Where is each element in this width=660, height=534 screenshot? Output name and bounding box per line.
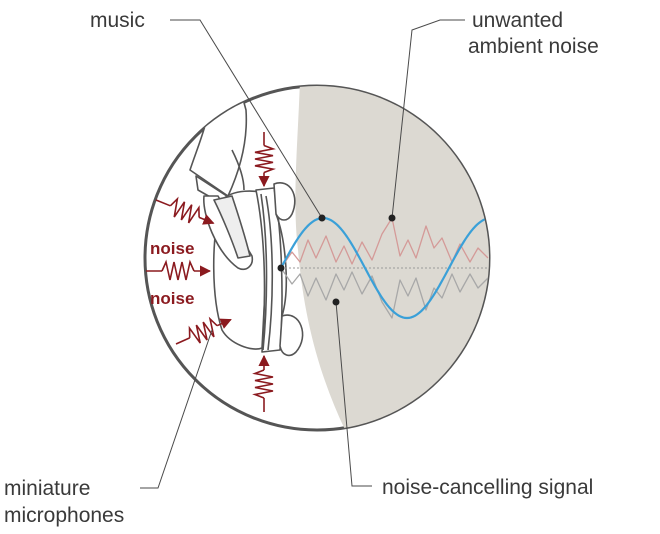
music-wave [280, 216, 488, 320]
cancelling-leader [335, 301, 372, 487]
cancelling-dot [332, 298, 340, 306]
noise-arrow-middle [146, 259, 212, 281]
ear-region [295, 86, 489, 430]
label-microphones: microphones [4, 504, 124, 527]
noise-arrow-lower-left [175, 316, 232, 345]
label-noise-cancelling-signal: noise-cancelling signal [382, 476, 593, 499]
ambient-noise-leader [391, 19, 465, 219]
noise-arrow-top [254, 132, 276, 188]
label-noise-1: noise [150, 239, 194, 258]
music-dot [318, 214, 326, 222]
ambient-noise-dot [388, 214, 396, 222]
noise-cancelling-wave [280, 267, 489, 319]
leader-lines [140, 19, 465, 489]
label-unwanted: unwanted [472, 9, 563, 32]
noise-arrow-bottom [252, 354, 274, 412]
noise-arrow-upper-left [155, 196, 215, 225]
music-leader [170, 19, 323, 219]
incoming-noise-arrows [146, 132, 276, 412]
leader-dots [277, 214, 396, 306]
microphones-leader [140, 329, 213, 489]
label-noise-2: noise [150, 289, 194, 308]
label-ambient-noise: ambient noise [468, 35, 599, 58]
waveforms [280, 216, 489, 320]
label-music: music [90, 9, 145, 32]
origin-dot [277, 264, 285, 272]
headphone-hinge [203, 195, 254, 271]
label-miniature: miniature [4, 477, 90, 500]
